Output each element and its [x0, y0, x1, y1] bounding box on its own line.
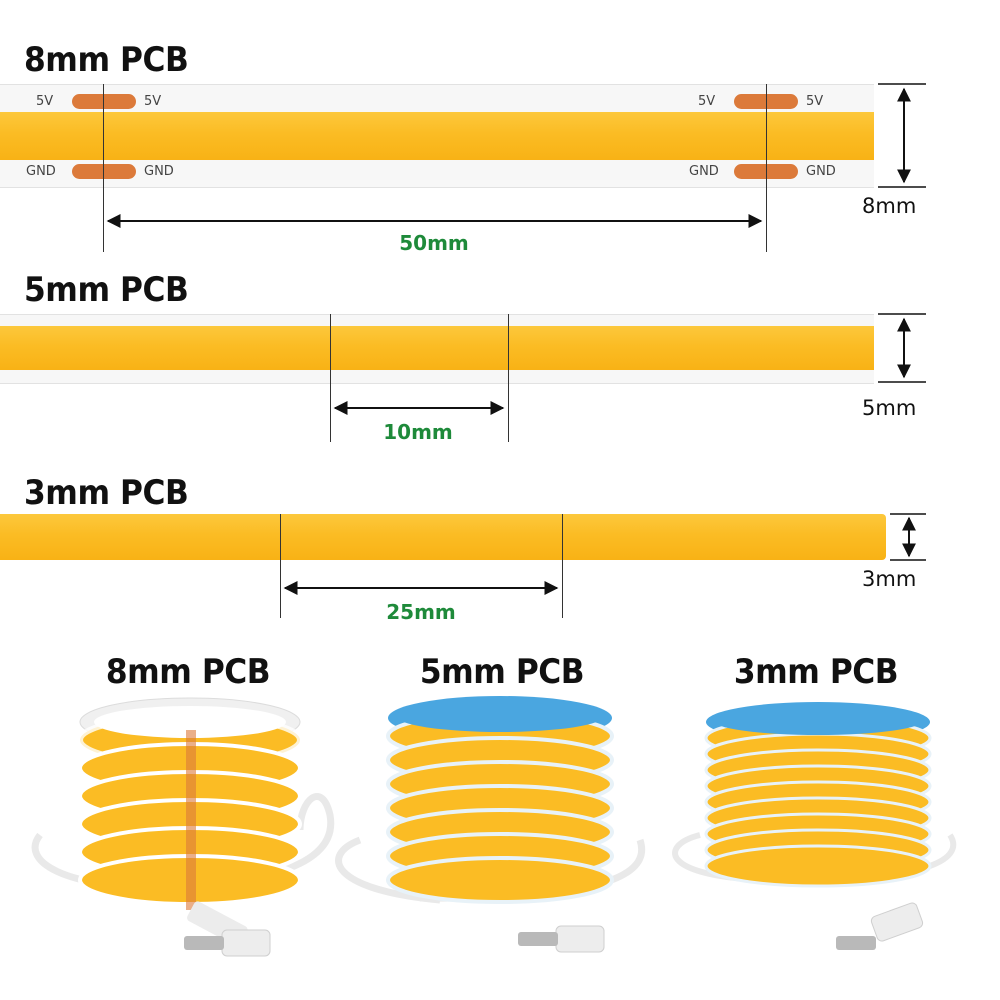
cut-line [508, 314, 509, 442]
cut-line [330, 314, 331, 442]
strip-5mm-led [0, 326, 874, 370]
width-bracket-3mm [890, 513, 926, 561]
strip-8mm-led [0, 112, 874, 160]
title-5mm-pcb: 5mm PCB [24, 270, 189, 310]
title-8mm-pcb: 8mm PCB [24, 40, 189, 80]
strip-3mm-led [0, 514, 886, 560]
dimension-arrows [106, 83, 926, 595]
pad-label: GND [144, 164, 174, 179]
reel-8mm-image [31, 697, 335, 957]
pad-label: 5V [144, 94, 162, 109]
cut-line [766, 84, 767, 252]
width-bracket-8mm [878, 83, 926, 188]
reel-3mm-image [672, 702, 957, 950]
pad-label: 5V [36, 94, 54, 109]
cut-spacing-label-25mm: 25mm [386, 600, 456, 624]
reel-title-8mm: 8mm PCB [105, 652, 271, 692]
copper-pad [72, 94, 136, 109]
cut-spacing-label-50mm: 50mm [399, 231, 469, 255]
reel-title-5mm: 5mm PCB [419, 652, 585, 692]
pad-label: GND [26, 164, 56, 179]
cut-spacing-label-10mm: 10mm [383, 420, 453, 444]
copper-pad [72, 164, 136, 179]
pad-label: GND [806, 164, 836, 179]
cut-line [562, 514, 563, 618]
reel-5mm-image [335, 696, 646, 953]
pad-label: 5V [806, 94, 824, 109]
width-label-5mm: 5mm [862, 396, 917, 420]
cut-line [280, 514, 281, 618]
width-label-8mm: 8mm [862, 194, 917, 218]
cut-line [103, 84, 104, 252]
pad-label: GND [689, 164, 719, 179]
title-3mm-pcb: 3mm PCB [24, 473, 189, 513]
width-bracket-5mm [878, 313, 926, 383]
pad-label: 5V [698, 94, 716, 109]
width-label-3mm: 3mm [862, 567, 917, 591]
reel-title-3mm: 3mm PCB [733, 652, 899, 692]
